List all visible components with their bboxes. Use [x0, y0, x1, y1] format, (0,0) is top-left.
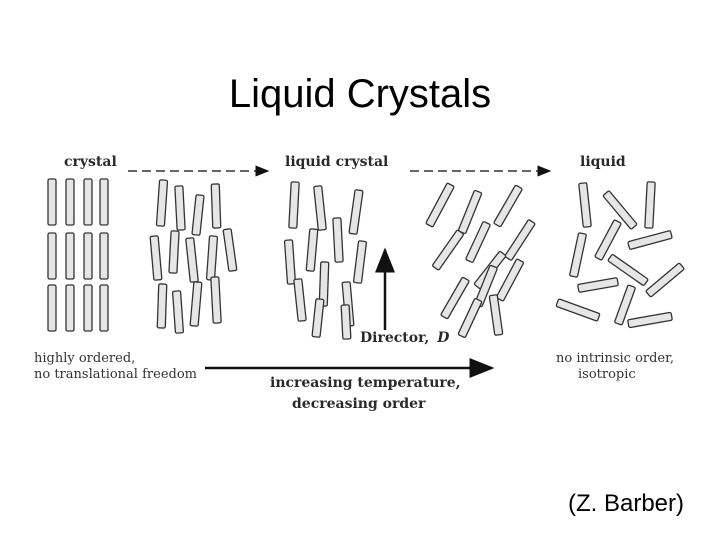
molecule-rod [457, 189, 483, 235]
nematic-rods [283, 181, 368, 340]
molecule-rod [644, 181, 656, 229]
molecule-rod [645, 262, 685, 298]
label-liquid: liquid [580, 154, 626, 170]
credit-text: (Z. Barber) [567, 490, 684, 517]
liquid-rods [555, 181, 685, 329]
label-liquid-crystal: liquid crystal [285, 154, 388, 170]
slide-title: Liquid Crystals [228, 72, 492, 116]
molecule-rod [440, 276, 470, 320]
molecule-rod [155, 179, 169, 227]
molecule-rod [493, 184, 523, 228]
molecule-rod [457, 298, 483, 338]
molecule-rod [569, 232, 587, 278]
molecule-rod [607, 254, 649, 286]
molecule-rod [348, 189, 364, 235]
molecule-rod [47, 178, 57, 226]
molecule-rod [99, 284, 109, 332]
molecule-rod [210, 276, 222, 324]
molecule-rod [602, 190, 638, 230]
molecule-rod [504, 219, 536, 261]
molecule-rod [205, 235, 219, 281]
molecule-rod [83, 232, 93, 280]
molecule-rod [47, 284, 57, 332]
molecule-rod [189, 281, 203, 327]
molecule-rod [99, 178, 109, 226]
molecule-rod [627, 311, 673, 329]
molecule-rod [171, 290, 185, 334]
molecule-rod [191, 194, 205, 236]
molecule-rod [156, 283, 168, 329]
molecule-rod [83, 178, 93, 226]
molecule-rod [614, 284, 636, 326]
molecule-rod [313, 185, 327, 231]
liquid-note-line2: isotropic [578, 367, 636, 382]
molecule-rod [288, 181, 300, 229]
tilted-rods [425, 182, 536, 338]
liquid-note-line1: no intrinsic order, [556, 351, 674, 366]
molecule-rod [305, 228, 319, 272]
molecule-rod [577, 277, 619, 293]
molecule-rod [283, 239, 297, 285]
crystal-note-line1: highly ordered, [34, 351, 135, 366]
molecule-rod [185, 237, 199, 283]
molecule-rod [496, 258, 524, 302]
crystal-note-line2: no translational freedom [34, 367, 197, 382]
molecule-rod [149, 235, 163, 281]
molecule-rod [465, 221, 491, 263]
molecule-rod [594, 219, 622, 261]
molecule-rod [47, 232, 57, 280]
molecule-rod [65, 178, 75, 226]
molecule-rod [311, 298, 325, 338]
molecule-rod [99, 232, 109, 280]
molecule-rod [352, 240, 368, 284]
temperature-label-line2: decreasing order [292, 396, 426, 412]
crystal-rods [47, 178, 109, 332]
molecule-rod [627, 230, 673, 250]
molecule-rod [293, 278, 307, 322]
molecule-rod [65, 232, 75, 280]
molecule-rod [425, 182, 455, 228]
molecule-rod [210, 183, 222, 229]
molecule-rod [578, 182, 592, 228]
director-label: Director, D [360, 330, 450, 346]
molecule-rod [65, 284, 75, 332]
molecule-rod [83, 284, 93, 332]
molecule-rod [432, 229, 464, 271]
molecule-rod [168, 230, 180, 274]
label-crystal: crystal [64, 154, 117, 170]
molecule-rod [488, 294, 504, 336]
molecule-rod [332, 217, 344, 263]
molecule-rod [340, 304, 352, 340]
smectic-rods [149, 179, 238, 334]
molecule-rod [222, 228, 238, 272]
molecule-rod [555, 298, 601, 322]
molecule-rod [174, 185, 186, 231]
temperature-label-line1: increasing temperature, [270, 375, 461, 391]
